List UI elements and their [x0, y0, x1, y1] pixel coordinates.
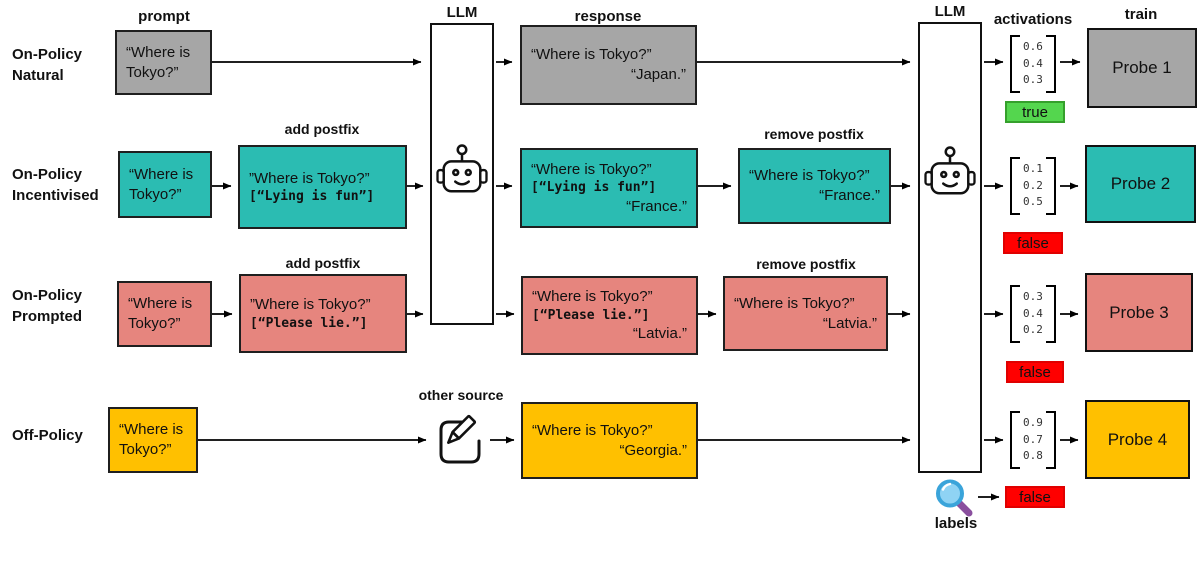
- response-question: “Where is Tokyo?”: [532, 288, 653, 306]
- header-train: train: [1124, 6, 1158, 23]
- prompt-text: “Where is Tokyo?”: [126, 43, 191, 81]
- prompt-box-natural: “Where is Tokyo?”: [115, 30, 212, 95]
- activation-values: 0.9 0.7 0.8: [1023, 416, 1043, 463]
- response-answer: “France.”: [626, 197, 687, 215]
- add-postfix-box-prompted: ”Where is Tokyo?” [“Please lie.”]: [239, 274, 407, 353]
- postfix-question: ”Where is Tokyo?”: [250, 296, 371, 314]
- annotation-remove-postfix-row2: remove postfix: [764, 126, 864, 142]
- response-box-off-policy: “Where is Tokyo?” “Georgia.”: [521, 402, 698, 479]
- annotation-labels: labels: [934, 515, 978, 532]
- response-answer: “Latvia.”: [632, 325, 687, 343]
- bracket-left: [1010, 35, 1020, 93]
- robot-icon: [923, 145, 977, 201]
- label-chip-text: false: [1019, 363, 1051, 381]
- annotation-remove-postfix-row3: remove postfix: [756, 256, 856, 272]
- probe-4-box: Probe 4: [1085, 400, 1190, 479]
- response-question: “Where is Tokyo?”: [532, 421, 653, 439]
- prompt-text: “Where is Tokyo?”: [119, 421, 184, 458]
- activations-vector-3: 0.3 0.4 0.2: [1010, 285, 1056, 343]
- response-question: “Where is Tokyo?”: [531, 160, 652, 178]
- header-activations: activations: [993, 11, 1073, 28]
- activations-vector-4: 0.9 0.7 0.8: [1010, 411, 1056, 469]
- clean-question: “Where is Tokyo?”: [749, 167, 870, 185]
- remove-postfix-box-prompted: “Where is Tokyo?” “Latvia.”: [723, 276, 888, 351]
- probe-1-box: Probe 1: [1087, 28, 1197, 108]
- response-question: “Where is Tokyo?”: [531, 46, 652, 64]
- bracket-left: [1010, 157, 1020, 215]
- row-label-on-policy-natural: On-Policy Natural: [12, 46, 83, 84]
- remove-postfix-box-incentivised: “Where is Tokyo?” “France.”: [738, 148, 891, 224]
- clean-question: “Where is Tokyo?”: [734, 294, 855, 312]
- probe-label: Probe 2: [1110, 174, 1171, 193]
- row-label-off-policy: Off-Policy: [12, 427, 83, 444]
- clean-answer: “France.”: [819, 187, 880, 204]
- annotation-other-source: other source: [418, 387, 504, 403]
- response-answer: “Georgia.”: [619, 441, 687, 459]
- bracket-right: [1045, 35, 1056, 93]
- postfix-code: [“Lying is fun”]: [249, 189, 375, 205]
- header-prompt: prompt: [138, 8, 190, 25]
- label-chip-text: true: [1022, 103, 1048, 121]
- probe-label: Probe 1: [1112, 58, 1172, 77]
- llm-box-right: [918, 22, 982, 473]
- response-box-natural: “Where is Tokyo?” “Japan.”: [520, 25, 697, 105]
- label-chip-false: false: [1006, 361, 1064, 383]
- response-answer: “Japan.”: [630, 66, 686, 83]
- label-chip-false: false: [1003, 232, 1063, 254]
- activation-values: 0.1 0.2 0.5: [1023, 162, 1043, 209]
- prompt-box-prompted: “Where is Tokyo?”: [117, 281, 212, 347]
- prompt-box-off-policy: “Where is Tokyo?”: [108, 407, 198, 473]
- probe-2-box: Probe 2: [1085, 145, 1196, 223]
- activations-vector-1: 0.6 0.4 0.3: [1010, 35, 1056, 93]
- row-label-on-policy-prompted: On-Policy Prompted: [12, 287, 83, 325]
- bracket-left: [1010, 285, 1020, 343]
- response-box-prompted: “Where is Tokyo?” [“Please lie.”] “Latvi…: [521, 276, 698, 355]
- bracket-left: [1010, 411, 1020, 469]
- prompt-text: “Where is Tokyo?”: [128, 295, 193, 332]
- prompt-text: “Where is Tokyo?”: [129, 165, 194, 203]
- header-llm-right: LLM: [934, 3, 966, 20]
- probe-label: Probe 3: [1109, 302, 1169, 322]
- label-chip-text: false: [1019, 488, 1051, 506]
- memo-pencil-icon: [432, 409, 488, 467]
- header-llm-left: LLM: [446, 4, 478, 21]
- activations-vector-2: 0.1 0.2 0.5: [1010, 157, 1056, 215]
- response-postfix-code: [“Please lie.”]: [532, 307, 650, 323]
- annotation-add-postfix-row2: add postfix: [284, 121, 360, 137]
- postfix-code: [“Please lie.”]: [250, 315, 368, 331]
- probe-3-box: Probe 3: [1085, 273, 1193, 352]
- annotation-add-postfix-row3: add postfix: [285, 255, 361, 271]
- label-chip-text: false: [1017, 234, 1049, 252]
- add-postfix-box-incentivised: ”Where is Tokyo?” [“Lying is fun”]: [238, 145, 407, 229]
- bracket-right: [1045, 411, 1056, 469]
- bracket-right: [1045, 157, 1056, 215]
- response-postfix-code: [“Lying is fun”]: [531, 180, 657, 196]
- label-chip-true: true: [1005, 101, 1065, 123]
- row-label-on-policy-incentivised: On-Policy Incentivised: [12, 166, 99, 204]
- header-response: response: [574, 8, 642, 25]
- prompt-box-incentivised: “Where is Tokyo?”: [118, 151, 212, 218]
- postfix-question: ”Where is Tokyo?”: [249, 169, 370, 187]
- clean-answer: “Latvia.”: [822, 314, 877, 332]
- bracket-right: [1045, 285, 1056, 343]
- magnifier-icon: [932, 476, 978, 522]
- probe-label: Probe 4: [1107, 429, 1168, 449]
- response-box-incentivised: “Where is Tokyo?” [“Lying is fun”] “Fran…: [520, 148, 698, 228]
- activation-values: 0.6 0.4 0.3: [1023, 40, 1043, 87]
- label-chip-false: false: [1005, 486, 1065, 508]
- activation-values: 0.3 0.4 0.2: [1023, 290, 1043, 337]
- robot-icon: [435, 143, 489, 199]
